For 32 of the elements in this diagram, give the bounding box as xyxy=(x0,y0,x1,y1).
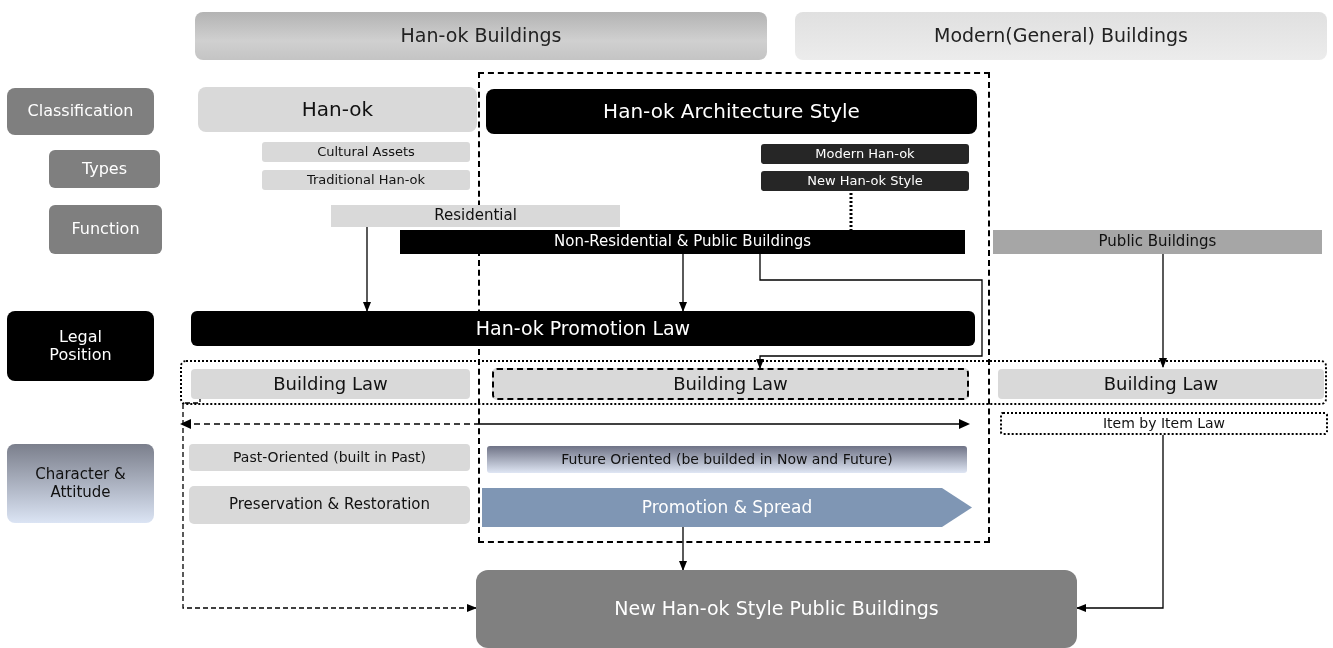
row-heading: Types xyxy=(49,150,160,188)
arrow xyxy=(679,253,687,312)
type-box: New Han-ok Style xyxy=(761,171,969,191)
header-band: Han-ok Buildings xyxy=(195,12,767,60)
law-box: Building Law xyxy=(492,368,969,400)
pointed-banner: Promotion & Spread xyxy=(482,488,972,527)
law-box: Item by Item Law xyxy=(1000,412,1328,435)
arrow xyxy=(756,253,983,369)
dashed-arrow xyxy=(182,396,477,612)
function-bar: Public Buildings xyxy=(993,230,1322,254)
law-box: Building Law xyxy=(998,369,1324,399)
row-heading: Character & Attitude xyxy=(7,444,154,523)
arrow xyxy=(1076,434,1164,612)
arrow xyxy=(1159,253,1167,368)
row-heading: Classification xyxy=(7,88,154,135)
law-bar: Han-ok Promotion Law xyxy=(191,311,975,346)
category-box: Han-ok Architecture Style xyxy=(486,89,977,134)
attitude-box: Future Oriented (be builded in Now and Future) xyxy=(487,446,967,473)
type-box: Modern Han-ok xyxy=(761,144,969,164)
function-bar: Non-Residential & Public Buildings xyxy=(400,230,965,254)
result-box: New Han-ok Style Public Buildings xyxy=(476,570,1077,648)
type-box: Cultural Assets xyxy=(262,142,470,162)
attitude-box: Preservation & Restoration xyxy=(189,486,470,524)
category-box: Han-ok xyxy=(198,87,477,132)
row-heading: Function xyxy=(49,205,162,254)
row-heading: Legal Position xyxy=(7,311,154,381)
law-box: Building Law xyxy=(191,369,470,399)
type-box: Traditional Han-ok xyxy=(262,170,470,190)
attitude-box: Past-Oriented (built in Past) xyxy=(189,444,470,471)
function-bar: Residential xyxy=(331,205,620,227)
header-band: Modern(General) Buildings xyxy=(795,12,1327,60)
arrow xyxy=(363,226,371,312)
